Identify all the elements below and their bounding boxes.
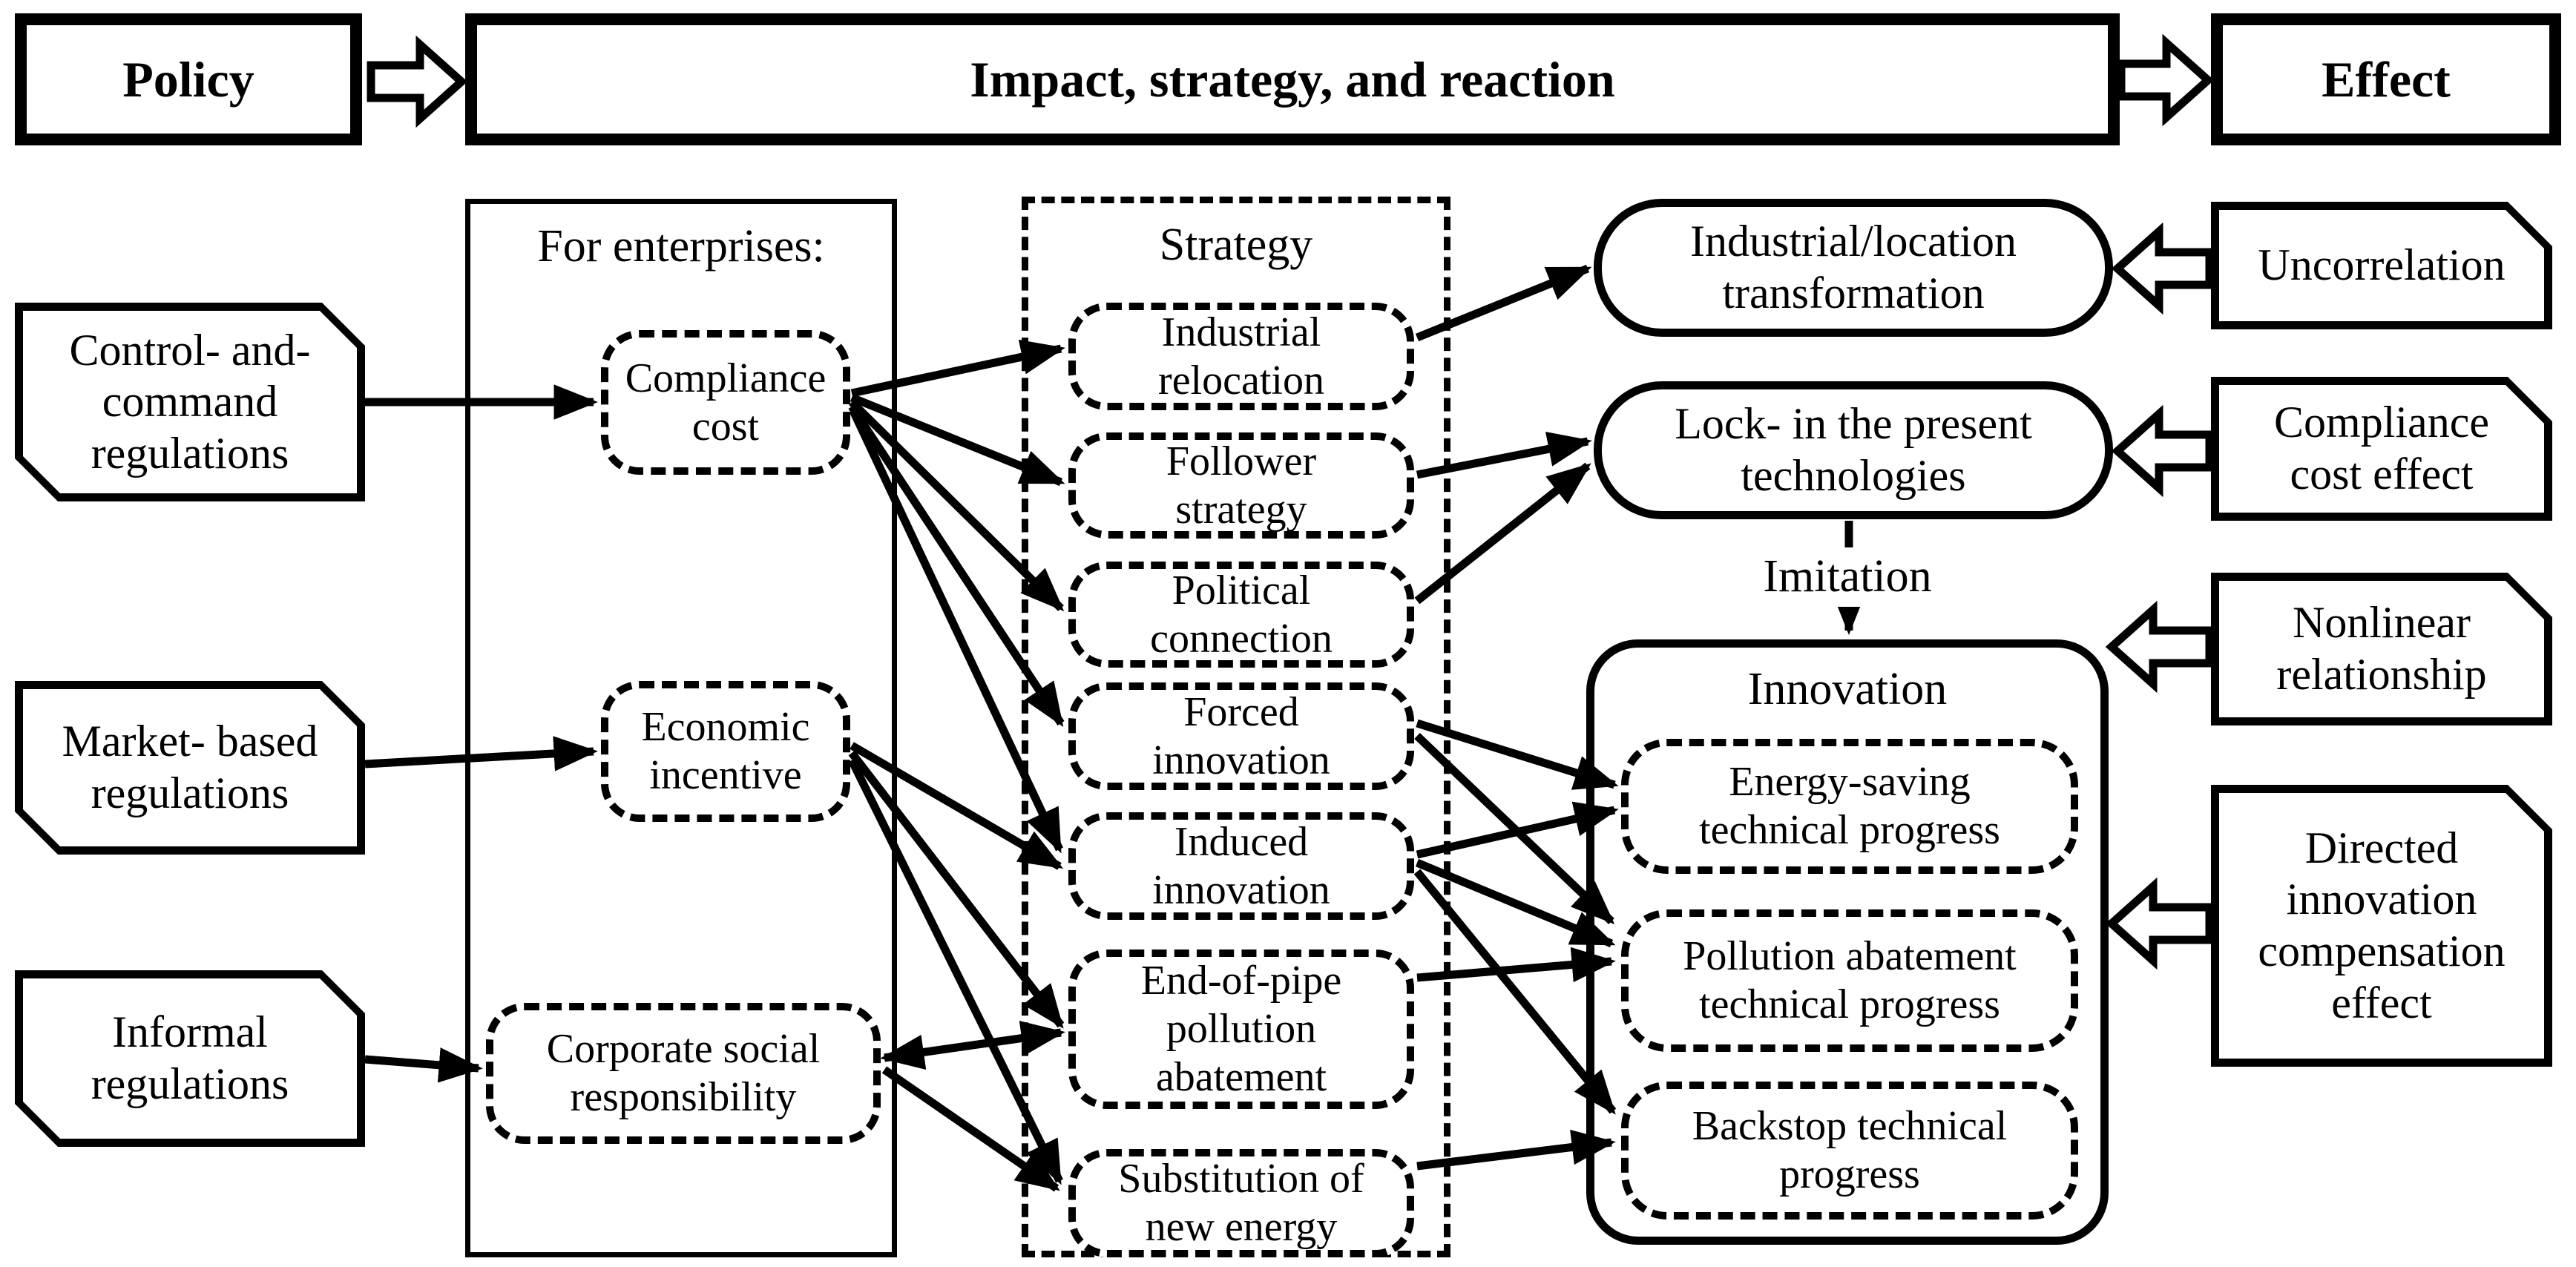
impact-header: Impact, strategy, and reaction [465, 13, 2120, 145]
uncorrelation-label: Uncorrelation [2258, 240, 2506, 290]
box-fill [2219, 793, 2544, 1059]
informal-regulations-box: Informal regulations [15, 970, 365, 1147]
directed-innovation-compensation-effect-box: Directed innovation compensation effect [2211, 785, 2552, 1067]
for-enterprises-title: For enterprises: [537, 221, 825, 272]
industrial-location-transformation-node: Industrial/location transformation [1594, 199, 2113, 337]
compliance-cost-effect-label: Compliance cost effect [2274, 398, 2489, 498]
nonlinear-relationship-box: Nonlinear relationship [2211, 573, 2552, 725]
market-based-regulations-label: Market- based regulations [62, 717, 318, 817]
energy-saving-technical-progress-node: Energy-saving technical progress [1621, 739, 2078, 874]
imitation-label: Imitation [1729, 547, 1966, 607]
market-based-regulations-box: Market- based regulations [15, 681, 365, 855]
innovation-title: Innovation [1747, 664, 1948, 715]
control-and-command-regulations-label: Control- and- command regulations [69, 325, 311, 478]
follower-strategy-node: Follower strategy [1068, 432, 1414, 539]
hollow-arrow-nonlinear-relationship-to-innovation [2105, 600, 2214, 694]
political-connection-node: Political connection [1068, 562, 1414, 668]
uncorrelation-box: Uncorrelation [2211, 202, 2552, 329]
end-of-pipe-pollution-abatement-node: End-of-pipe pollution abatement [1068, 950, 1414, 1109]
hollow-arrow-policy-header-to-impact-header [367, 35, 468, 128]
compliance-cost-effect-box: Compliance cost effect [2211, 377, 2552, 521]
induced-innovation-node: Induced innovation [1068, 812, 1414, 920]
box-fill [23, 978, 357, 1139]
hollow-arrow-impact-header-to-effect-header [2117, 33, 2215, 127]
policy-header: Policy [15, 13, 362, 145]
substitution-of-new-energy-node: Substitution of new energy [1068, 1149, 1414, 1257]
industrial-relocation-node: Industrial relocation [1068, 303, 1414, 410]
hollow-arrow-directed-innovation-compensation-effect-to-innovation [2105, 877, 2214, 970]
informal-regulations-label: Informal regulations [91, 1007, 289, 1108]
box-fill [2219, 210, 2544, 321]
compliance-cost-node: Compliance cost [601, 330, 850, 475]
economic-incentive-node: Economic incentive [601, 681, 850, 822]
hollow-arrow-uncorrelation-to-industrial-location-transformation [2111, 222, 2214, 315]
box-fill [2219, 385, 2544, 513]
arrow-informal-regulations-to-corporate-social-responsibility [364, 1047, 483, 1083]
backstop-technical-progress-node: Backstop technical progress [1621, 1082, 2078, 1220]
effect-header: Effect [2211, 13, 2561, 145]
forced-innovation-node: Forced innovation [1068, 682, 1414, 790]
nonlinear-relationship-label: Nonlinear relationship [2276, 598, 2487, 699]
pollution-abatement-technical-progress-node: Pollution abatement technical progress [1621, 909, 2078, 1052]
hollow-arrow-compliance-cost-effect-to-lock-in-the-present-technologies [2111, 404, 2214, 498]
box-fill [23, 689, 357, 846]
lock-in-the-present-technologies-node: Lock- in the present technologies [1594, 381, 2113, 519]
box-fill [2219, 581, 2544, 717]
directed-innovation-compensation-effect-label: Directed innovation compensation effect [2258, 823, 2506, 1027]
box-fill [23, 311, 357, 493]
strategy-title: Strategy [1159, 220, 1313, 271]
control-and-command-regulations-box: Control- and- command regulations [15, 303, 365, 501]
corporate-social-responsibility-node: Corporate social responsibility [486, 1003, 881, 1144]
